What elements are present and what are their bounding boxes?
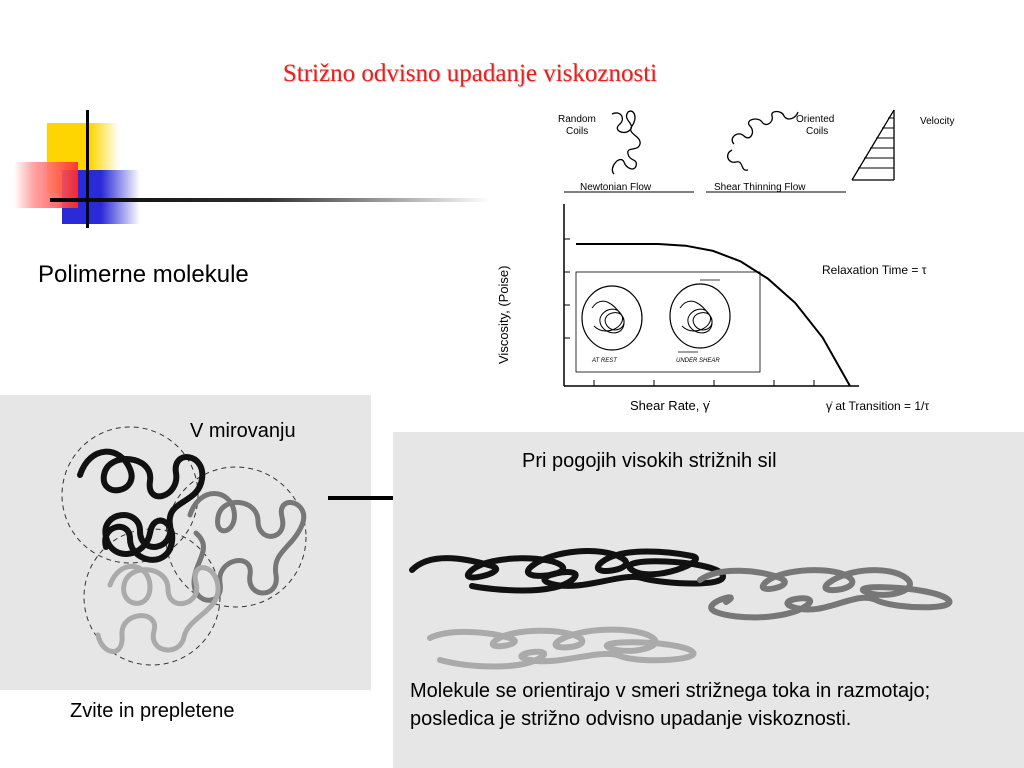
- under-shear-label: UNDER SHEAR: [676, 358, 720, 364]
- light-coil: [95, 564, 221, 654]
- gray-coil: [187, 491, 307, 603]
- stretched-black-coil: [409, 548, 726, 594]
- oriented-coil-icon: [731, 110, 799, 145]
- high-shear-caption: Pri pogojih visokih strižnih sil: [522, 450, 777, 472]
- entangled-coils-illustration: [61, 426, 307, 666]
- oriented-coils-label: Oriented: [796, 114, 834, 125]
- svg-text:Coils: Coils: [806, 126, 828, 137]
- newtonian-flow-label: Newtonian Flow: [580, 182, 652, 193]
- coil-circle-black: [61, 426, 199, 564]
- relaxation-time-label: Relaxation Time = τ: [822, 263, 927, 277]
- velocity-profile-icon: [858, 117, 894, 169]
- deco-horizontal-line: [50, 198, 490, 202]
- velocity-label: Velocity: [920, 116, 954, 127]
- stretched-gray-coil: [697, 567, 953, 621]
- polymer-label: Polimerne molekule: [38, 261, 249, 288]
- at-rest-circle: [581, 285, 643, 351]
- decorative-squares: [14, 110, 490, 228]
- coiled-caption: Zvite in prepletene: [70, 700, 235, 722]
- random-coil-icon: [611, 110, 641, 175]
- x-axis-label: Shear Rate, γ̇: [630, 398, 710, 413]
- at-rest-label: AT REST: [591, 358, 618, 364]
- slide-title: Strižno odvisno upadanje viskoznosti: [282, 60, 658, 87]
- stretched-light-coil: [427, 626, 697, 670]
- under-shear-circle: [669, 283, 731, 349]
- at-rest-caption: V mirovanju: [190, 420, 296, 442]
- orientation-caption: Molekule se orientirajo v smeri strižneg…: [410, 680, 931, 730]
- shear-panel: [393, 432, 1024, 768]
- oriented-coils-illustration: [409, 548, 953, 670]
- transition-label: γ̇ at Transition = 1/τ: [826, 399, 929, 413]
- random-coils-label: Random: [558, 114, 596, 125]
- deco-vertical-line: [86, 110, 89, 228]
- black-coil: [77, 448, 206, 563]
- viscosity-chart: Random Coils Oriented Coils Velocity New…: [496, 109, 954, 413]
- svg-text:Coils: Coils: [566, 126, 588, 137]
- viscosity-curve: [576, 243, 851, 387]
- y-axis-label: Viscosity, (Poise): [496, 266, 511, 365]
- shear-thinning-label: Shear Thinning Flow: [714, 182, 806, 193]
- coil-circle-gray: [165, 466, 307, 608]
